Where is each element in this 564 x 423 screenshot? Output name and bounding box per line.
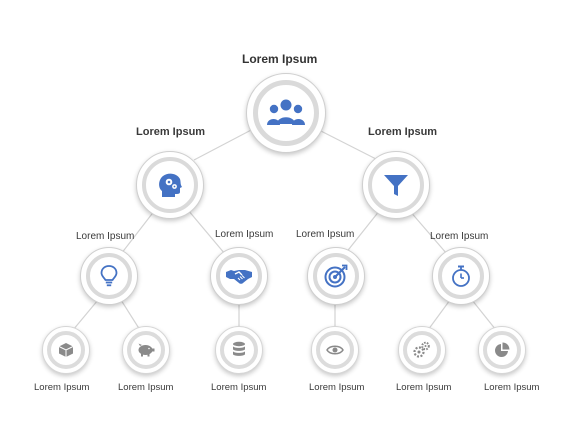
database-node [215,326,263,374]
box-icon [58,343,74,357]
handshake-node [210,247,268,305]
level3-database-label: Lorem Ipsum [211,382,267,393]
root-label: Lorem Ipsum [242,52,318,66]
connector-l1b-target [344,209,381,255]
connector-l1a-handshake [187,209,226,255]
piggy-bank-node [122,326,170,374]
connector-stopwatch-pie [471,299,497,331]
piggy-bank-icon [138,343,155,357]
connector-stopwatch-gears [427,299,451,331]
funnel-icon [384,175,408,196]
gears-icon [413,341,430,358]
lightbulb-node [80,247,138,305]
level2-handshake-label: Lorem Ipsum [215,229,274,240]
level1-left-label: Lorem Ipsum [136,126,206,138]
head-gears-icon [159,173,182,197]
connector-root-left [193,127,256,161]
stopwatch-icon [452,265,470,287]
pie-chart-node [478,326,526,374]
level3-gears-label: Lorem Ipsum [396,382,452,393]
connector-root-right [314,127,379,161]
level2-target-label: Lorem Ipsum [296,229,355,240]
team-icon [267,99,305,125]
pie-chart-icon [495,342,510,357]
lightbulb-icon [100,265,118,287]
gears-node [398,326,446,374]
funnel-node [362,151,430,219]
connector-l1b-stopwatch [408,209,448,255]
level3-piggy-label: Lorem Ipsum [118,382,174,393]
connector-l1a-lightbulb [120,209,156,255]
level3-pie-label: Lorem Ipsum [484,382,540,393]
handshake-icon [226,270,252,284]
eye-icon [326,345,344,355]
level2-stopwatch-label: Lorem Ipsum [430,231,489,242]
level3-eye-label: Lorem Ipsum [309,382,365,393]
target-icon [324,264,348,288]
eye-node [311,326,359,374]
level3-box-label: Lorem Ipsum [34,382,90,393]
box-node [42,326,90,374]
head-gears-node [136,151,204,219]
level1-right-label: Lorem Ipsum [368,126,438,138]
target-node [307,247,365,305]
connector-lightbulb-box [72,299,99,331]
level2-lightbulb-label: Lorem Ipsum [76,231,135,242]
stopwatch-node [432,247,490,305]
root-node [246,73,326,153]
database-icon [233,341,245,356]
connector-lightbulb-piggy [120,299,141,331]
